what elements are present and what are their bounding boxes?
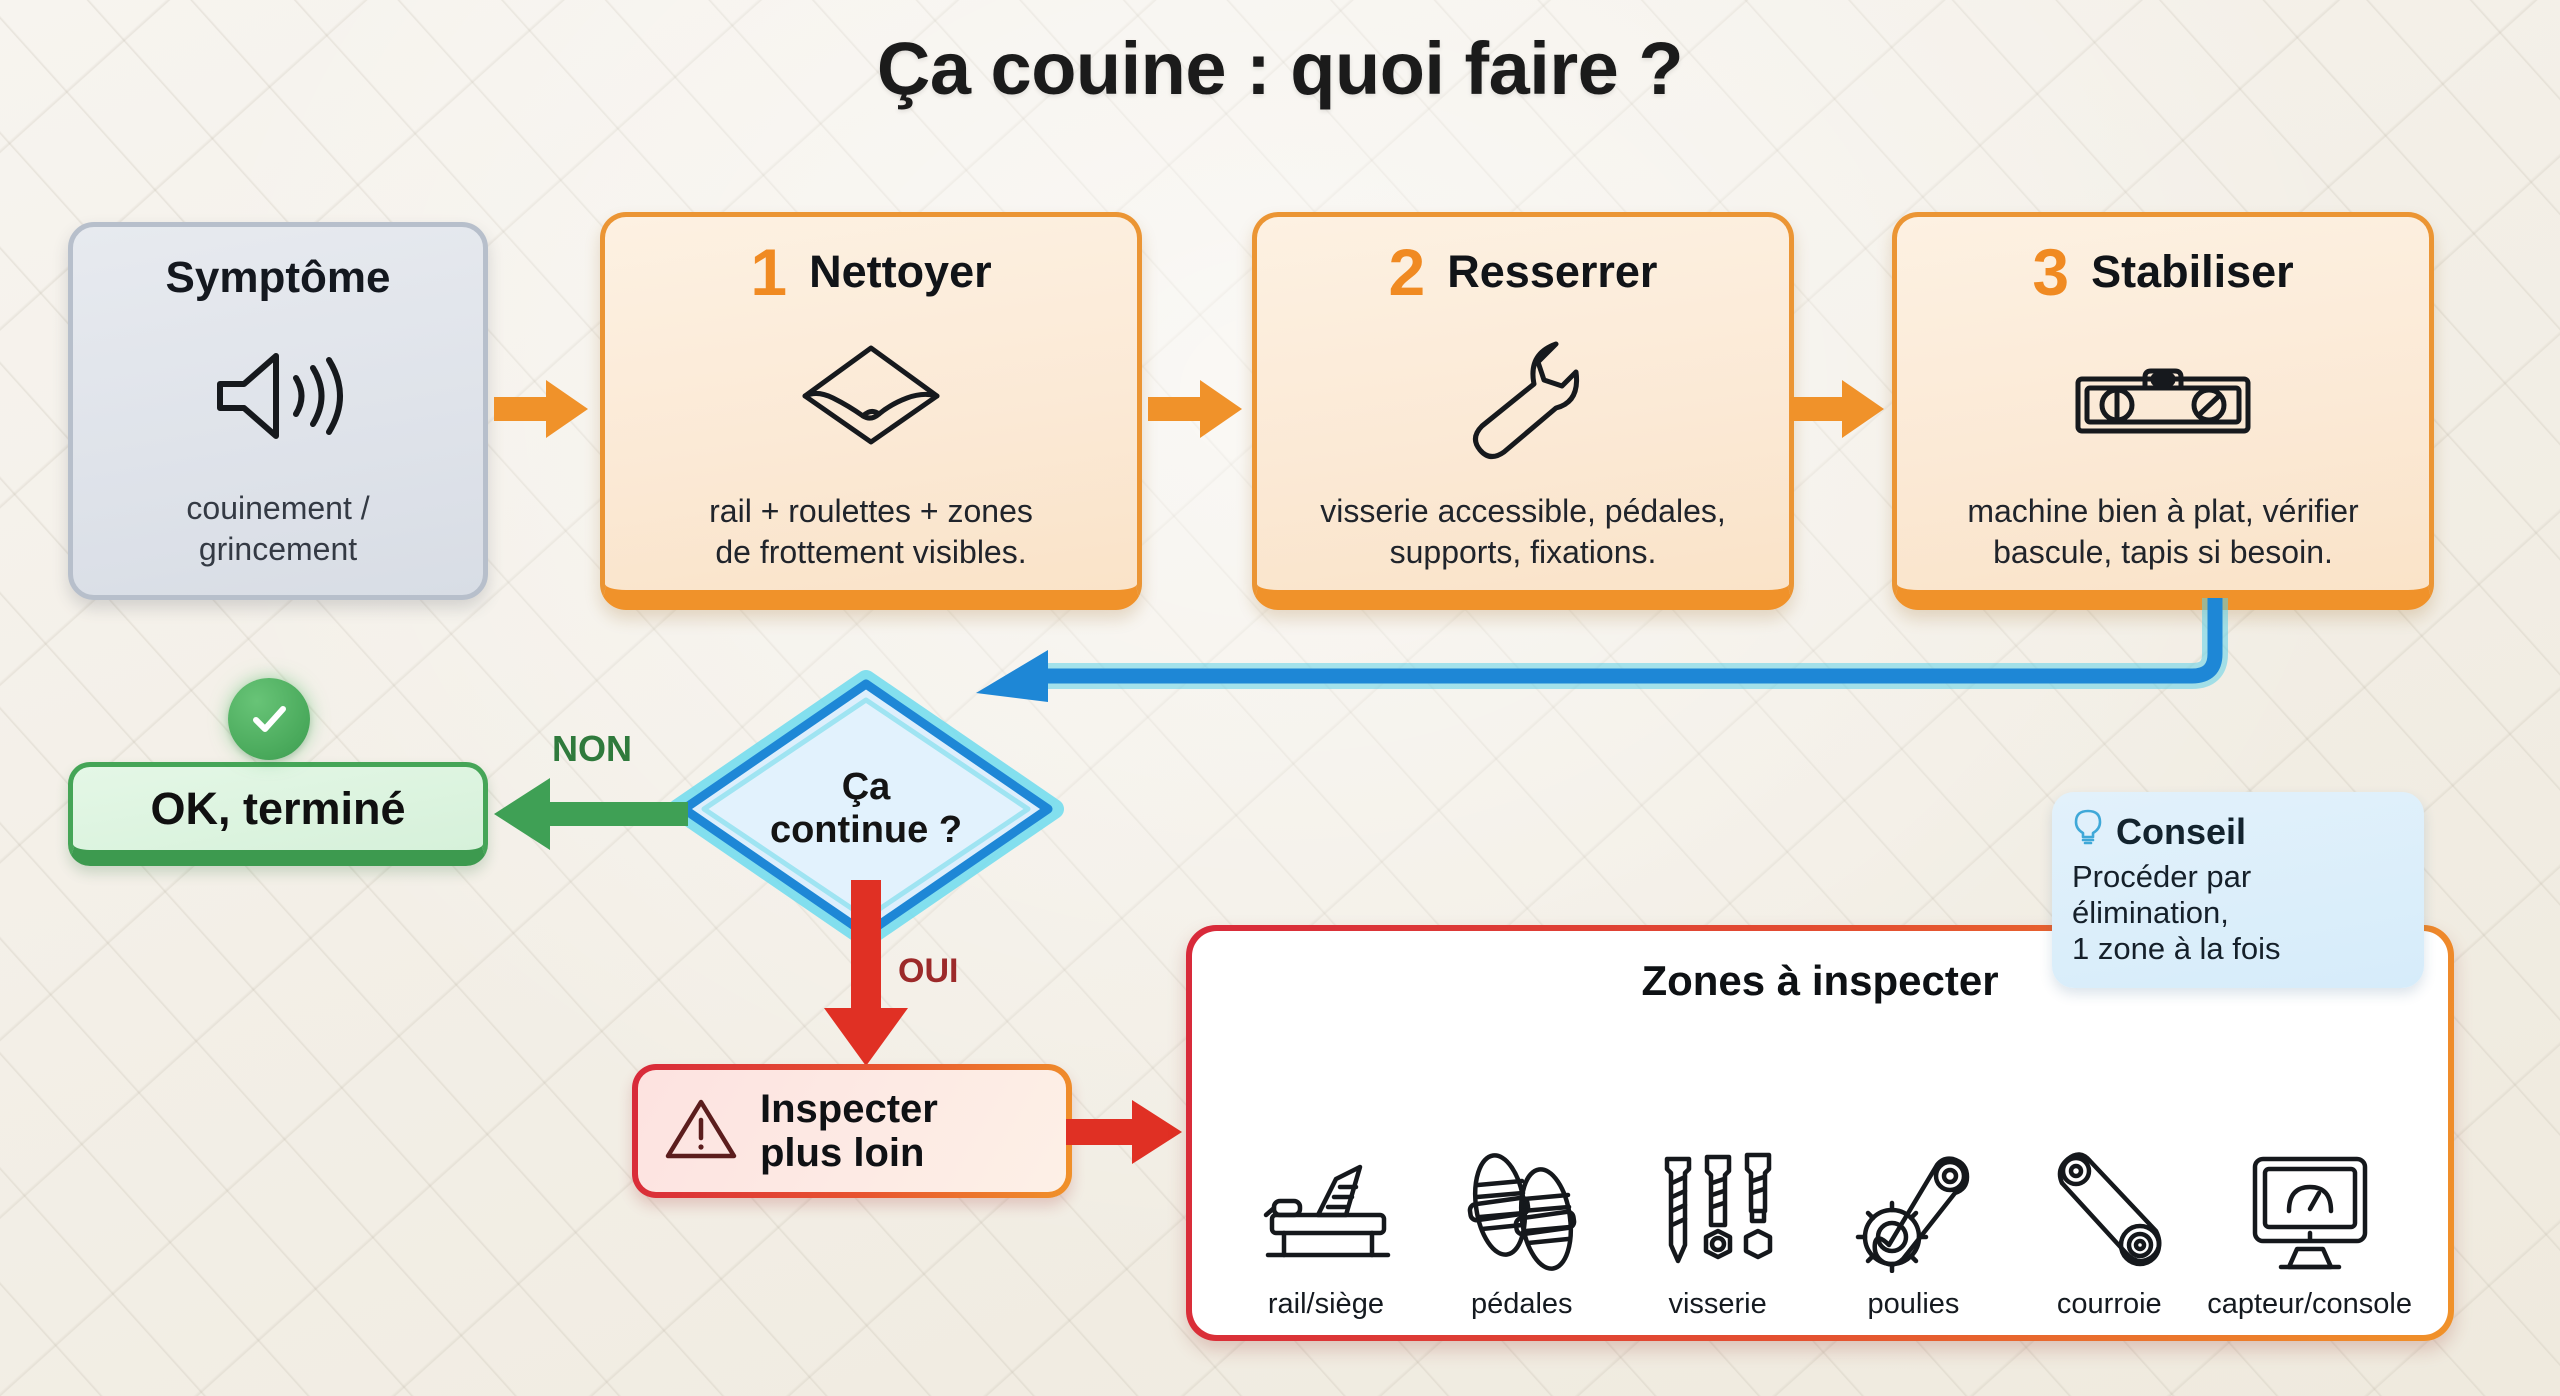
step-card-3: 3 Stabiliser machine bien à plat, vérifi… bbox=[1892, 212, 2434, 610]
decision-line-1: Ça bbox=[841, 766, 891, 809]
arrow-decision-yes bbox=[820, 880, 912, 1070]
zones-title: Zones à inspecter bbox=[1641, 957, 1999, 1004]
arrow-decision-no bbox=[488, 768, 688, 860]
zone-item-courroie[interactable]: courroie bbox=[2011, 1149, 2207, 1321]
arrow-step2-to-step3 bbox=[1790, 378, 1886, 440]
zone-label-rail-siege: rail/siège bbox=[1267, 1288, 1384, 1320]
decision-label: Ça continue ? bbox=[664, 666, 1068, 952]
arrow-symptom-to-step1 bbox=[494, 378, 590, 440]
zone-label-visserie: visserie bbox=[1668, 1288, 1767, 1320]
done-node: OK, terminé bbox=[68, 762, 488, 866]
step-title-1: Nettoyer bbox=[809, 246, 992, 297]
sensor-console-monitor-icon bbox=[2245, 1153, 2375, 1278]
pulley-gear-icon bbox=[1851, 1149, 1975, 1278]
wrench-icon bbox=[1464, 305, 1582, 491]
speaker-sound-icon bbox=[210, 303, 346, 488]
belt-icon bbox=[2048, 1149, 2170, 1278]
screws-bolts-icon bbox=[1655, 1149, 1781, 1278]
step-number-3: 3 bbox=[2032, 235, 2070, 309]
check-circle-icon bbox=[228, 678, 310, 760]
arrow-inspect-to-zones bbox=[1066, 1098, 1186, 1166]
done-label: OK, terminé bbox=[150, 782, 406, 834]
symptom-description: couinement /grincement bbox=[186, 490, 370, 567]
decision-line-2: continue ? bbox=[769, 809, 963, 851]
zones-panel: Zones à inspecter ra bbox=[1186, 925, 2454, 1341]
zone-item-poulies[interactable]: poulies bbox=[1816, 1149, 2012, 1321]
connector-step3-to-decision bbox=[930, 585, 2230, 758]
page-title: Ça couine : quoi faire ? bbox=[876, 27, 1684, 110]
zone-item-rail-siege[interactable]: rail/siège bbox=[1228, 1157, 1424, 1321]
step-title-2: Resserrer bbox=[1447, 246, 1658, 297]
step-title-3: Stabiliser bbox=[2091, 246, 2294, 297]
zone-item-pedales[interactable]: pédales bbox=[1424, 1149, 1620, 1321]
cloth-wipe-icon bbox=[797, 305, 945, 491]
step-card-2: 2 Resserrer visserie accessible, pédales… bbox=[1252, 212, 1794, 610]
lightbulb-icon bbox=[2072, 808, 2104, 855]
step-number-2: 2 bbox=[1388, 235, 1426, 309]
step-number-1: 1 bbox=[750, 235, 788, 309]
symptom-card: Symptôme couinement /grincement bbox=[68, 222, 488, 600]
zone-item-capteur-console[interactable]: capteur/console bbox=[2207, 1153, 2412, 1321]
rowing-rail-seat-icon bbox=[1260, 1157, 1392, 1278]
zone-label-poulies: poulies bbox=[1867, 1288, 1960, 1320]
arrow-step1-to-step2 bbox=[1148, 378, 1244, 440]
pedals-icon bbox=[1460, 1149, 1584, 1278]
warning-triangle-icon bbox=[664, 1096, 738, 1167]
spirit-level-icon bbox=[2073, 305, 2253, 491]
symptom-title: Symptôme bbox=[165, 253, 391, 302]
zone-label-capteur-console: capteur/console bbox=[2207, 1288, 2412, 1320]
zone-item-visserie[interactable]: visserie bbox=[1620, 1149, 1816, 1321]
zones-grid: rail/siège pédales bbox=[1214, 1005, 2426, 1321]
step-description-2: visserie accessible, pédales,supports, f… bbox=[1320, 493, 1726, 570]
tip-heading: Conseil bbox=[2116, 810, 2247, 852]
zone-label-courroie: courroie bbox=[2056, 1288, 2162, 1320]
label-yes: OUI bbox=[898, 952, 959, 990]
label-no: NON bbox=[552, 728, 632, 769]
zone-label-pedales: pédales bbox=[1470, 1288, 1573, 1320]
